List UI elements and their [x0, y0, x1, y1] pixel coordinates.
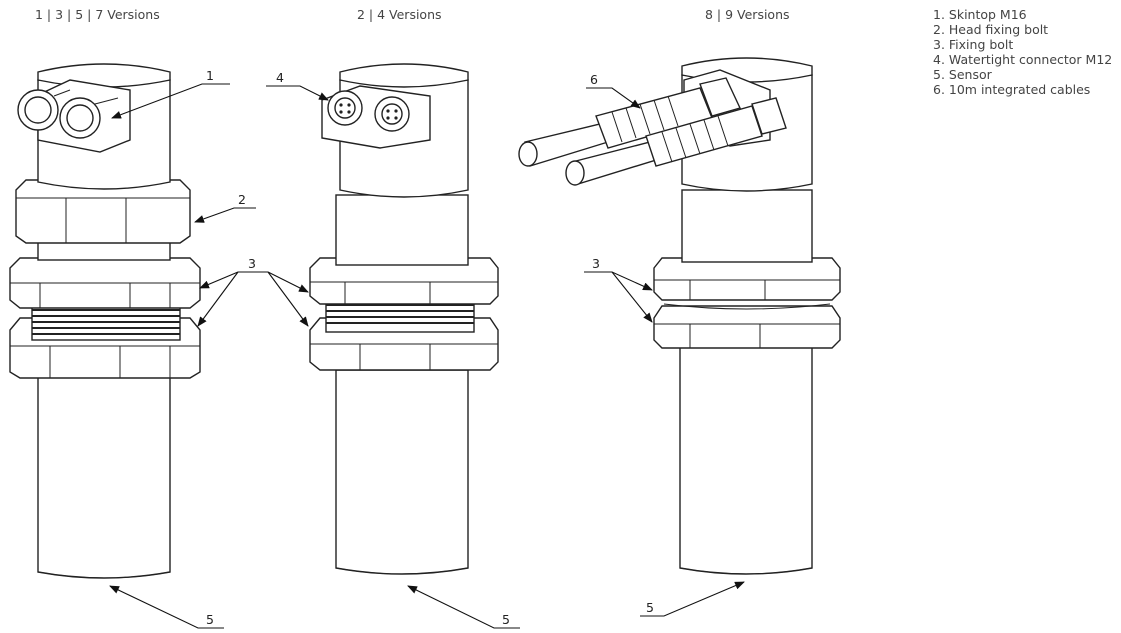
svg-text:5: 5 — [206, 612, 214, 627]
parts-legend: 1. Skintop M16 2. Head fixing bolt 3. Fi… — [933, 7, 1112, 97]
callout-connector: 4 — [266, 70, 329, 101]
legend-item-sensor: 5. Sensor — [933, 67, 992, 82]
version-title-3: 8 | 9 Versions — [705, 7, 790, 22]
svg-text:3: 3 — [248, 256, 256, 271]
svg-text:6: 6 — [590, 72, 598, 87]
callout-sensor-1: 5 — [109, 585, 224, 629]
sensor-assembly-v24 — [309, 63, 499, 575]
svg-text:4: 4 — [276, 70, 284, 85]
version-title-1: 1 | 3 | 5 | 7 Versions — [35, 7, 160, 22]
callout-sensor-3: 5 — [640, 581, 745, 617]
svg-text:5: 5 — [502, 612, 510, 627]
legend-item-skintop: 1. Skintop M16 — [933, 7, 1027, 22]
svg-text:2: 2 — [238, 192, 246, 207]
svg-text:3: 3 — [592, 256, 600, 271]
svg-text:5: 5 — [646, 600, 654, 615]
callout-sensor-2: 5 — [407, 585, 520, 629]
sensor-assembly-v1357 — [9, 63, 201, 579]
version-title-2: 2 | 4 Versions — [357, 7, 442, 22]
callout-cables: 6 — [586, 72, 641, 109]
legend-item-fixing-bolt: 3. Fixing bolt — [933, 37, 1014, 52]
sensor-assembly-v89 — [518, 57, 841, 575]
callout-skintop: 1 — [111, 68, 230, 119]
callout-fixing-bolt-3: 3 — [584, 256, 653, 323]
legend-item-watertight-connector: 4. Watertight connector M12 — [933, 52, 1113, 67]
callout-head-fixing-bolt: 2 — [194, 192, 256, 223]
svg-text:1: 1 — [206, 68, 214, 83]
legend-item-head-fixing-bolt: 2. Head fixing bolt — [933, 22, 1049, 37]
callout-fixing-bolt-shared: 3 — [197, 256, 309, 327]
legend-item-cables: 6. 10m integrated cables — [933, 82, 1091, 97]
